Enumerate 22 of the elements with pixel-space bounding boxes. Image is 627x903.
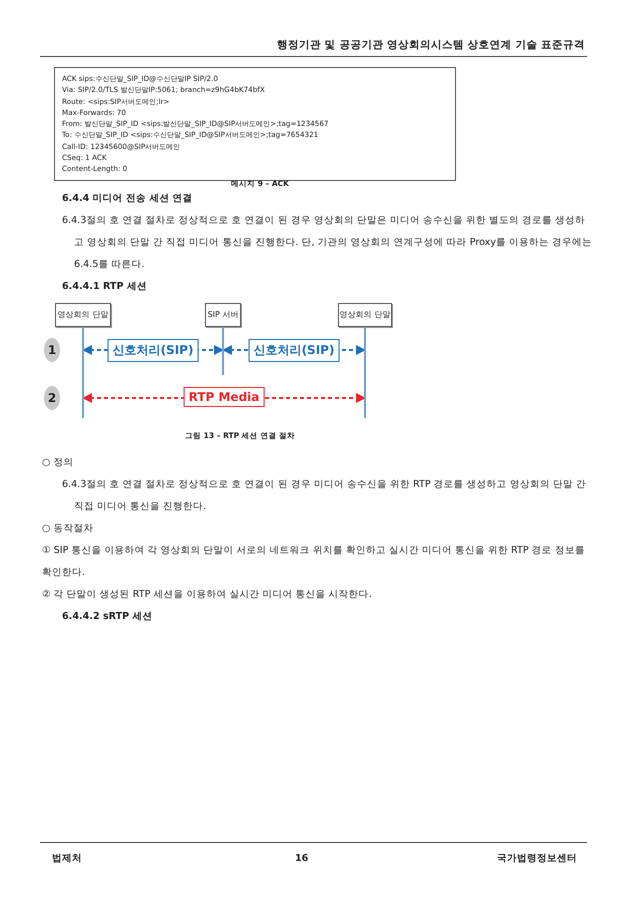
- participant-box: 영상회의 단말: [338, 303, 392, 327]
- edge-label: 신호처리(SIP): [108, 339, 198, 362]
- step-number: 2: [44, 386, 60, 410]
- body-paragraph: ② 각 단말이 생성된 RTP 세션을 이용하여 실시간 미디어 통신을 시작한다.: [42, 588, 373, 602]
- page-header: 행정기관 및 공공기관 영상회의시스템 상호연계 기술 표준규격: [277, 38, 585, 52]
- list-heading: ○ 동작절차: [42, 522, 94, 536]
- participant-box: 영상회의 단말: [55, 303, 111, 327]
- body-paragraph: ① SIP 통신을 이용하여 각 영상회의 단말이 서로의 네트워크 위치를 확인하고 실시간 미디어 통신을 위한 RTP 경로 정보를 확인한다.: [42, 544, 586, 580]
- section-heading: 6.4.4.2 sRTP 세션: [62, 610, 154, 624]
- body-paragraph: 6.4.3절의 호 연결 절차로 정상적으로 호 연결이 된 경우 영상회의 단말은 미디어 송수신을 위한 별도의 경로를 생성하고 영상회의 단말 간 직접 미디어 통신을 진행한다. 단, 기관의 영상회의 연계구성에 따라 Proxy를 이용하는 경우에는 6.4.5를 따른다.: [62, 214, 594, 272]
- edge-label: RTP Media: [184, 387, 264, 407]
- footer-text: 법제처: [52, 852, 82, 866]
- body-paragraph: 6.4.3절의 호 연결 절차로 정상적으로 호 연결이 된 경우 미디어 송수신을 위한 RTP 경로를 생성하고 영상회의 단말 간 직접 미디어 통신을 진행한다.: [62, 478, 587, 514]
- list-heading: ○ 정의: [42, 456, 74, 470]
- step-number: 1: [44, 338, 60, 362]
- section-heading: 6.4.4.1 RTP 세션: [62, 280, 148, 294]
- page-number: 16: [295, 852, 308, 866]
- participant-box: SIP 서버: [205, 303, 241, 327]
- footer-text: 국가법령정보센터: [497, 852, 577, 866]
- edge-label: 신호처리(SIP): [248, 339, 340, 362]
- section-heading: 6.4.4 미디어 전송 세션 연결: [62, 192, 194, 206]
- code-box: [54, 67, 456, 181]
